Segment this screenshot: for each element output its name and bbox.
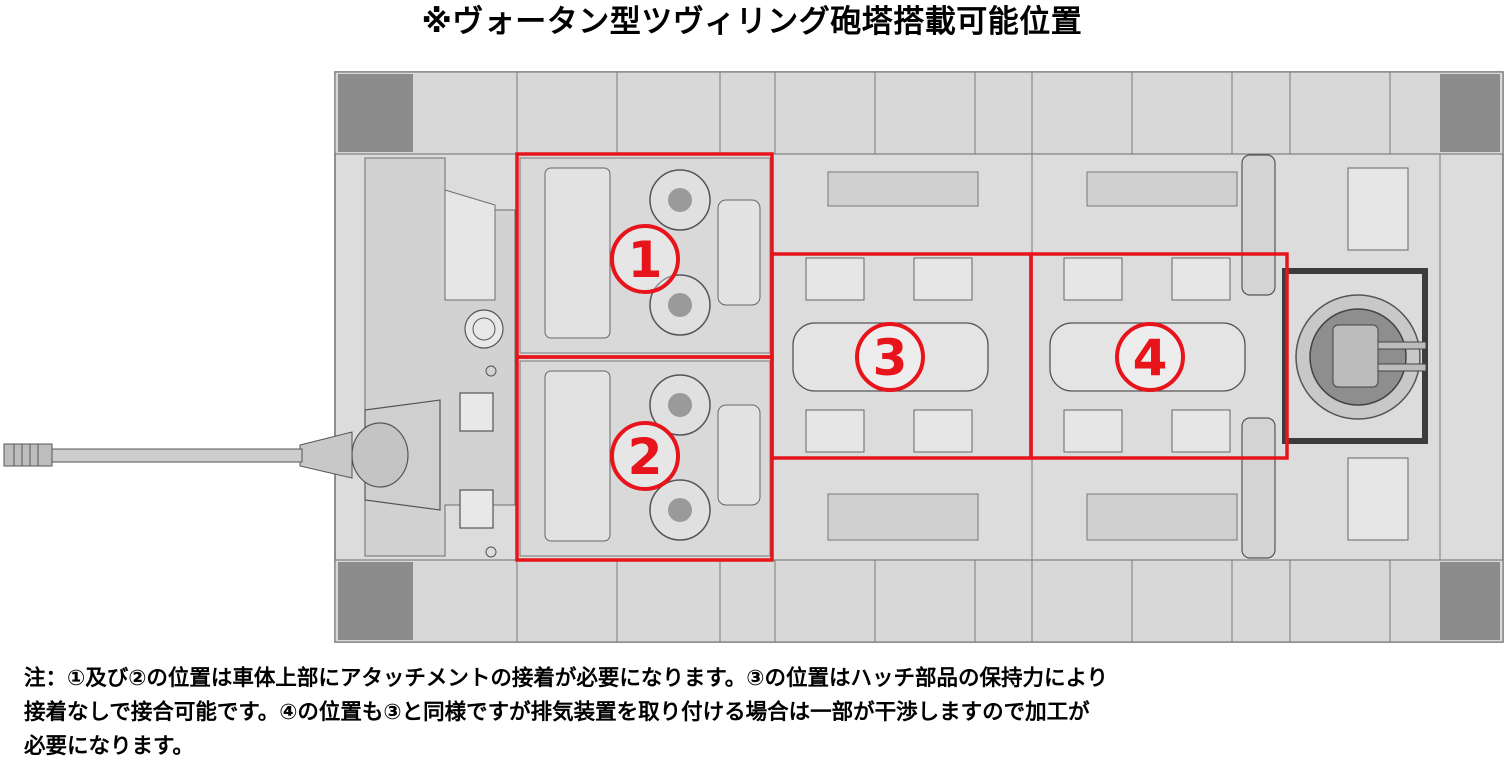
twin-gun-upper [1377,341,1427,350]
svg-text:1: 1 [628,231,663,289]
spare-track-lower [1241,417,1276,559]
track-rear-left [1440,74,1500,152]
fan-upper-1-hub [668,188,692,212]
filler-box-upper [717,199,761,306]
track-rear-right [1440,562,1500,640]
mounted-turret-top [1332,324,1379,388]
zone-3-label: 3 [855,322,925,392]
grille-3c [805,409,865,453]
gun-barrel [51,448,303,463]
note-line-2: 接着なしで接合可能です。④の位置も③と同様ですが排気装置を取り付ける場合は一部が… [24,700,1090,725]
grille-4d [1171,409,1231,453]
front-hatch-inner [472,317,496,341]
grille-4b [1171,257,1231,301]
vision-block-upper [459,392,494,432]
grille-3a [805,257,865,301]
grille-4a [1063,257,1123,301]
fan-upper-2-hub [668,293,692,317]
tank-top-view-diagram: 1 2 3 4 [3,71,1504,643]
deck-plate-top-4 [1086,171,1238,207]
hatch-block-lower [544,370,611,542]
deck-plate-bottom-3 [827,493,979,541]
small-port-upper [485,365,497,377]
deck-plate-bottom-4 [1086,493,1238,541]
muzzle-brake [3,443,53,467]
svg-text:3: 3 [873,329,908,387]
note-text: 注：①及び②の位置は車体上部にアタッチメントの接着が必要になります。③の位置はハ… [24,662,1494,764]
page-title: ※ヴォータン型ツヴィリング砲塔搭載可能位置 [421,4,1083,40]
svg-text:2: 2 [628,428,663,486]
track-front-right [338,562,413,640]
filler-box-lower [717,404,761,506]
twin-gun-lower [1377,363,1427,372]
lower-fender [334,559,1504,643]
small-port-lower [485,546,497,558]
spare-track-upper [1241,154,1276,296]
grille-3b [913,257,973,301]
zone-2-label: 2 [610,421,680,491]
upper-fender [334,71,1504,155]
zone-1-label: 1 [610,224,680,294]
grille-3d [913,409,973,453]
note-line-1: 注：①及び②の位置は車体上部にアタッチメントの接着が必要になります。③の位置はハ… [24,666,1109,691]
rear-grille-lower [1347,457,1409,541]
svg-text:4: 4 [1133,329,1168,387]
deck-plate-top-3 [827,171,979,207]
front-hatch [464,309,504,349]
fan-lower-2-hub [668,498,692,522]
note-line-3: 必要になります。 [24,734,194,759]
hatch-block-upper [544,167,611,339]
rear-grille-upper [1347,167,1409,251]
gun-mantlet [351,422,409,488]
vision-block-lower [459,489,494,529]
track-front-left [338,74,413,152]
zone-4-label: 4 [1115,322,1185,392]
fan-lower-1-hub [668,393,692,417]
gun-barrel-taper [299,431,353,479]
glacis-plate [444,189,496,301]
zone-4-box [1029,252,1289,460]
grille-4c [1063,409,1123,453]
